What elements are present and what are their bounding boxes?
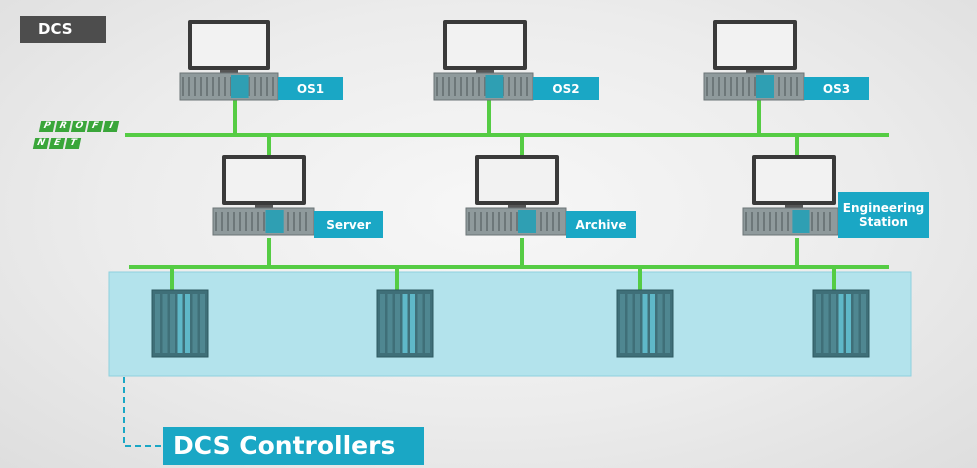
os1-label: OS1 [278, 77, 343, 100]
pc-unit-module [230, 75, 249, 98]
profinet-letter: R [54, 121, 72, 132]
controller-module [861, 294, 866, 353]
monitor-screen [447, 24, 523, 66]
profinet-letter: I [102, 121, 120, 132]
controller-module [642, 294, 648, 353]
controller-module [155, 294, 160, 353]
monitor-stand [785, 205, 803, 209]
controller-module [838, 294, 844, 353]
controller-module [380, 294, 385, 353]
controller-module [395, 294, 400, 353]
archive-label: Archive [566, 211, 636, 238]
controller-module [417, 294, 423, 353]
controller-module [823, 294, 829, 353]
controller-module [657, 294, 663, 353]
server-label: Server [314, 211, 383, 238]
controller-zone [108, 271, 912, 377]
controller-module [410, 294, 415, 353]
monitor-stand [508, 205, 526, 209]
engineering-station-workstation [742, 155, 839, 236]
dcs-tag: DCS [20, 16, 106, 43]
controller-module [650, 294, 655, 353]
controller-4 [812, 289, 870, 358]
monitor-screen [226, 159, 302, 201]
controller-module [831, 294, 836, 353]
profinet-letter: O [70, 121, 88, 132]
controller-module [620, 294, 625, 353]
controller-module [425, 294, 430, 353]
controller-module [846, 294, 851, 353]
profinet-letter: F [86, 121, 104, 132]
monitor-screen [479, 159, 555, 201]
controller-module [635, 294, 640, 353]
engineering-station-label: Engineering Station [838, 192, 929, 238]
monitor-stand [476, 70, 494, 74]
profinet-letter: N [32, 138, 50, 149]
controller-module [627, 294, 633, 353]
pc-unit-icon [433, 72, 534, 101]
controller-module [162, 294, 168, 353]
os1-workstation [179, 20, 279, 101]
controller-module [170, 294, 175, 353]
controller-module [665, 294, 670, 353]
server-workstation [212, 155, 315, 236]
controller-module [402, 294, 408, 353]
controller-module [200, 294, 205, 353]
controller-module [185, 294, 190, 353]
monitor-stand [746, 70, 764, 74]
controller-module [177, 294, 183, 353]
profinet-logo-row2: N E T [32, 138, 82, 149]
archive-workstation [465, 155, 567, 236]
controller-1 [151, 289, 209, 358]
monitor-stand [255, 205, 273, 209]
monitor-stand [220, 70, 238, 74]
monitor-screen [717, 24, 793, 66]
pc-unit-module [265, 210, 284, 233]
pc-unit-module [792, 210, 810, 233]
controller-module [816, 294, 821, 353]
profinet-letter: E [48, 138, 66, 149]
profinet-logo-row1: P R O F I [38, 121, 120, 132]
controller-3 [616, 289, 674, 358]
controller-module [853, 294, 859, 353]
controller-module [192, 294, 198, 353]
pc-unit-module [756, 75, 774, 98]
monitor-screen [192, 24, 266, 66]
pc-unit-module [518, 210, 536, 233]
os3-workstation [703, 20, 805, 101]
os2-workstation [433, 20, 534, 101]
pc-unit-module [485, 75, 504, 98]
controller-module [387, 294, 393, 353]
profinet-letter: T [64, 138, 82, 149]
profinet-letter: P [38, 121, 56, 132]
os2-label: OS2 [533, 77, 599, 100]
dcs-controllers-label: DCS Controllers [163, 427, 424, 465]
monitor-screen [756, 159, 832, 201]
controllers-leader-line [123, 377, 163, 447]
os3-label: OS3 [804, 77, 869, 100]
controller-2 [376, 289, 434, 358]
